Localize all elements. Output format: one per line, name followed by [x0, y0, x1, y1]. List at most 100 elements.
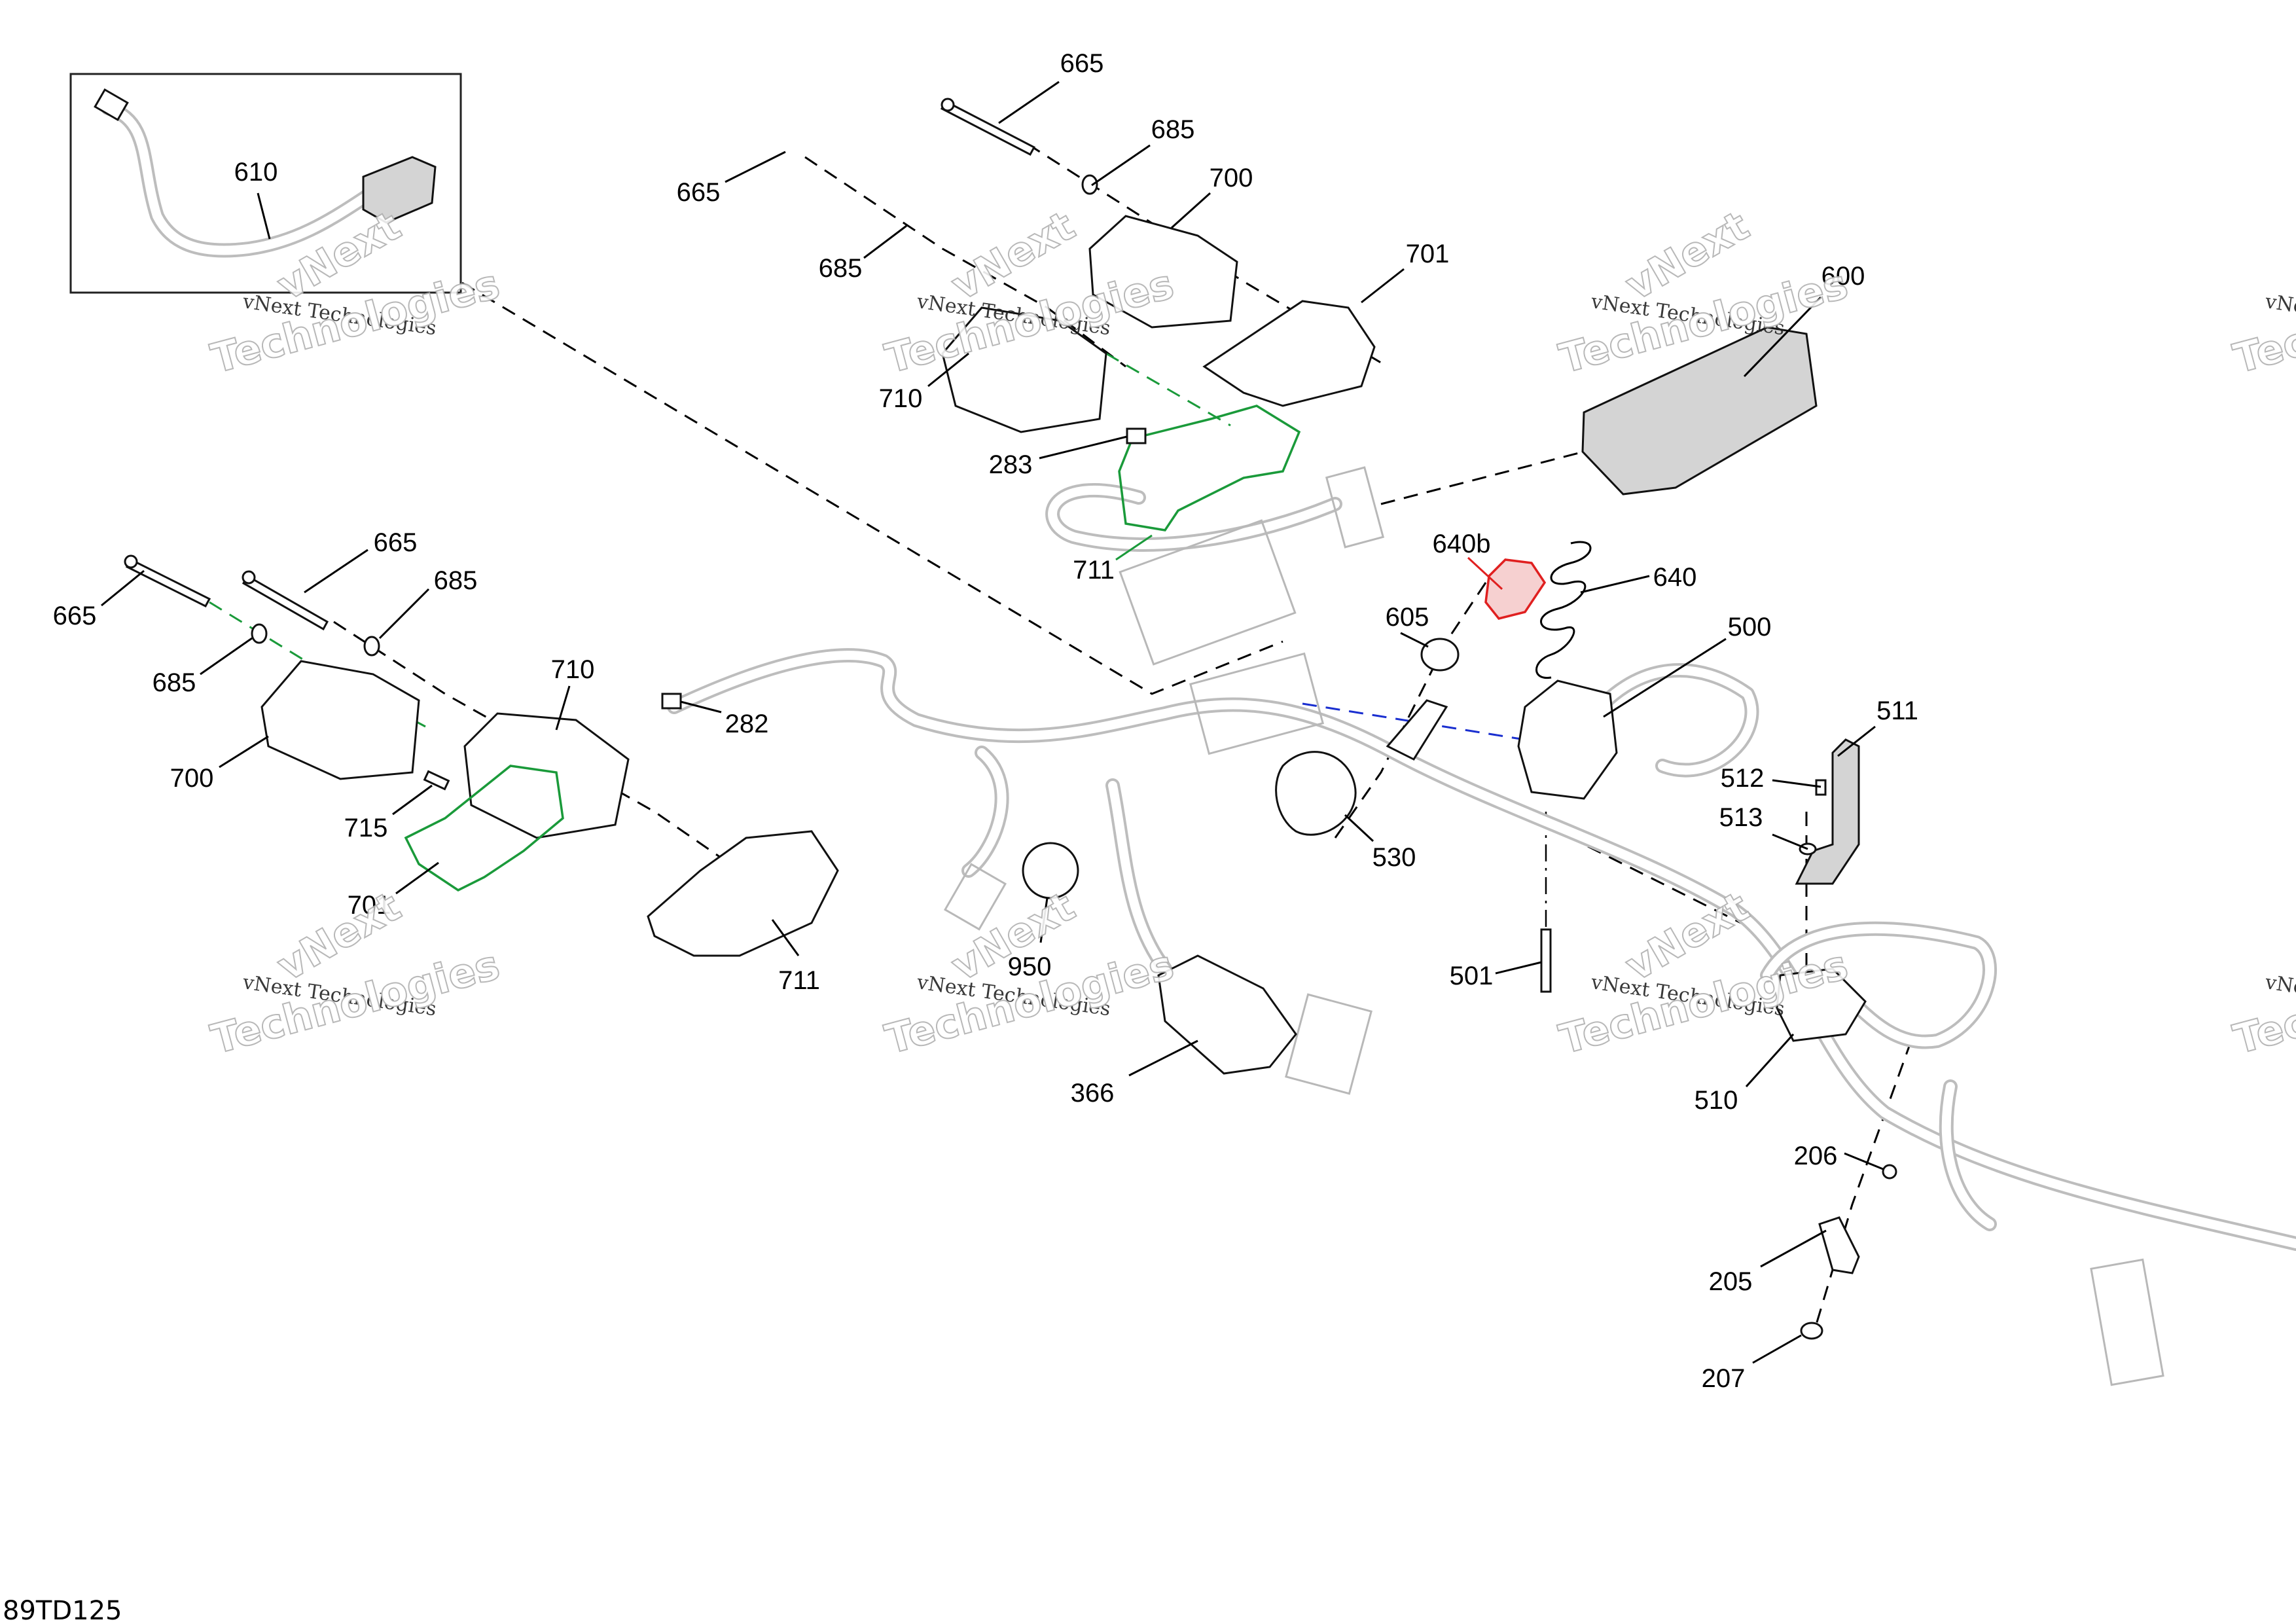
callout-510: 510 [1695, 1086, 1738, 1115]
leader-700a [1170, 192, 1211, 229]
leader-282 [680, 700, 722, 713]
bracket-green-left [404, 765, 564, 892]
callout-610: 610 [234, 158, 278, 187]
dash-blue-throttle [1302, 702, 1526, 741]
callout-600: 600 [1821, 262, 1865, 291]
leader-512 [1772, 779, 1821, 788]
wiring-harness [667, 466, 2296, 1386]
horn-switch [1275, 751, 1357, 836]
callout-711a: 711 [1073, 556, 1115, 585]
leader-700b [219, 735, 269, 768]
connector-plug [94, 88, 129, 122]
callout-665d: 665 [53, 602, 97, 630]
leader-366 [1128, 1039, 1198, 1077]
display-cluster [1581, 326, 1818, 496]
leader-710b [555, 685, 571, 731]
callout-205: 205 [1709, 1267, 1753, 1296]
bracket-left [647, 830, 839, 957]
bolt-left-b [242, 574, 329, 631]
callout-282: 282 [725, 710, 769, 738]
leader-665a [998, 81, 1060, 124]
callout-513: 513 [1719, 803, 1763, 832]
connector-283 [1126, 427, 1147, 444]
svg-text:Technologies: Technologies [2229, 260, 2296, 383]
watermark: vNext vNext Technologies Technologies [206, 882, 505, 1064]
leader-665c [304, 549, 368, 594]
ecu-module-ghost [1119, 519, 1297, 666]
callout-640: 640 [1653, 563, 1697, 592]
callout-640b: 640b [1433, 530, 1491, 558]
power-outlet [1022, 842, 1079, 899]
leader-685c [378, 588, 430, 640]
leader-665b [725, 151, 786, 183]
lower-right-connectors-ghost [2090, 1258, 2164, 1386]
callout-665c: 665 [374, 528, 418, 557]
dash-inset-to-harness [461, 281, 1283, 695]
screw-512 [1815, 779, 1827, 796]
watermark: vNext vNext Technologies Technologies [2228, 201, 2296, 384]
bracket-511 [1795, 738, 1860, 885]
callout-685b: 685 [819, 254, 863, 283]
switch-housing-upper [941, 306, 1107, 433]
callout-710b: 710 [551, 655, 595, 684]
callout-512: 512 [1721, 764, 1765, 793]
watermark: vNext vNext Technologies Technologies [2228, 882, 2296, 1064]
nut-206 [1882, 1164, 1897, 1180]
svg-text:Technologies: Technologies [2229, 941, 2296, 1064]
leader-711b [771, 919, 800, 956]
callout-530: 530 [1372, 843, 1416, 872]
callout-511: 511 [1876, 696, 1918, 725]
callout-501: 501 [1450, 962, 1494, 990]
leader-206 [1844, 1152, 1884, 1170]
inset-frame [69, 73, 462, 294]
leader-711a [1115, 534, 1153, 561]
callout-labels: 610 665 685 700 701 665 685 710 283 711 … [53, 49, 1918, 1393]
callout-700b: 700 [170, 764, 214, 793]
bolt-left-a [125, 558, 211, 607]
leader-501 [1495, 961, 1542, 975]
leader-511 [1837, 725, 1876, 757]
leader-665d [101, 569, 145, 607]
leader-500 [1603, 638, 1727, 718]
nut-605 [1420, 638, 1460, 672]
callout-500: 500 [1728, 613, 1772, 641]
bracket-top [1202, 300, 1376, 407]
switch-block [362, 156, 437, 224]
connector-block-ghost [1189, 652, 1325, 755]
dash-left-b [333, 621, 740, 872]
callout-711b: 711 [778, 966, 820, 995]
dash-green-upper [1105, 352, 1231, 427]
tether-cord [1535, 541, 1592, 679]
figure-code: 89TD125 [3, 1596, 122, 1624]
washer-207 [1800, 1322, 1823, 1340]
switch-housing-left-a [260, 660, 420, 780]
svg-text:Technologies: Technologies [206, 941, 505, 1064]
leader-lines [101, 81, 1884, 1364]
callout-665a: 665 [1060, 49, 1104, 78]
callout-715: 715 [344, 814, 388, 842]
svg-text:Technologies: Technologies [206, 260, 505, 383]
leader-710a [927, 352, 969, 388]
leader-640b [1467, 556, 1503, 590]
leader-685d [200, 637, 253, 676]
dash-upperleft-bolt [804, 156, 1126, 368]
leader-605 [1400, 632, 1429, 648]
washer-top [1081, 174, 1098, 195]
callout-366: 366 [1071, 1079, 1115, 1108]
multi-pin-connector-ghost [1325, 466, 1385, 549]
leader-701a [1361, 268, 1405, 304]
bracket-green-upper [1118, 405, 1301, 532]
pin-715 [423, 770, 450, 791]
leader-510 [1745, 1033, 1795, 1088]
display-cluster-group [1581, 326, 1818, 496]
washer-left-b [363, 636, 380, 657]
switch-housing-top [1088, 215, 1238, 329]
connector-366-mate-ghost [1285, 993, 1372, 1095]
callout-685d: 685 [152, 668, 196, 697]
leader-283 [1039, 435, 1128, 460]
switch-housing-left [463, 712, 630, 839]
callout-685c: 685 [434, 566, 478, 595]
leader-530 [1344, 814, 1374, 842]
callout-950: 950 [1008, 952, 1052, 981]
callout-605: 605 [1386, 603, 1429, 632]
